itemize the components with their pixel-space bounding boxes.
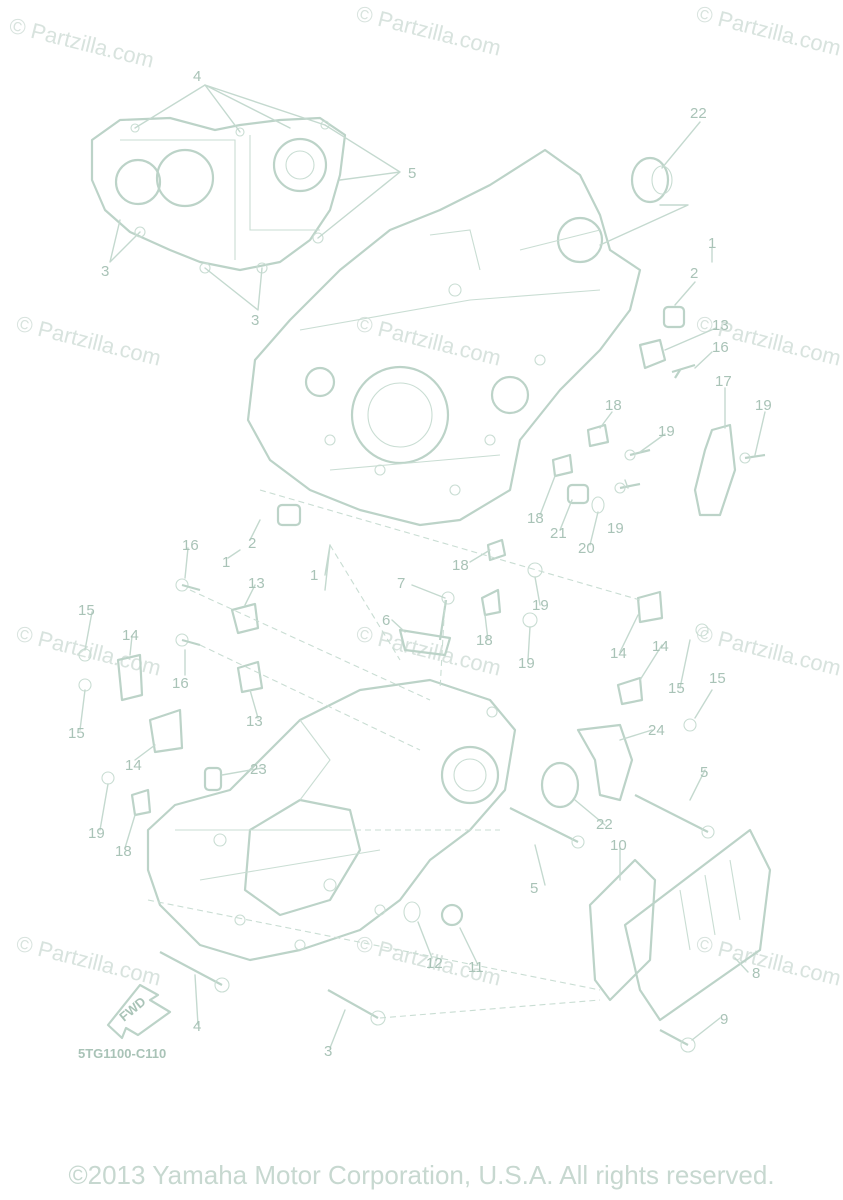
callout-23: 23 (250, 761, 267, 778)
watermark: © Partzilla.com (14, 311, 164, 371)
callout-1: 1 (310, 567, 318, 584)
callout-2: 2 (690, 265, 698, 282)
right-crankcase-drawing (246, 148, 642, 527)
callout-18: 18 (527, 510, 544, 527)
callout-22: 22 (596, 816, 613, 833)
diagram-code: 5TG1100-C110 (78, 1046, 166, 1061)
callout-14: 14 (652, 638, 669, 655)
callout-19: 19 (88, 825, 105, 842)
crankcase-inset-drawing (90, 116, 347, 274)
callout-5: 5 (700, 764, 708, 781)
callout-1: 1 (708, 235, 716, 252)
callout-15: 15 (78, 602, 95, 619)
callout-21: 21 (550, 525, 567, 542)
callout-9: 9 (720, 1011, 728, 1028)
watermark: © Partzilla.com (354, 621, 504, 681)
callout-16: 16 (712, 339, 729, 356)
callout-19: 19 (755, 397, 772, 414)
watermark: © Partzilla.com (354, 311, 504, 371)
watermark: © Partzilla.com (354, 1, 504, 61)
callout-1: 1 (222, 554, 230, 571)
callout-14: 14 (610, 645, 627, 662)
callout-10: 10 (610, 837, 627, 854)
callout-3: 3 (324, 1043, 332, 1060)
watermark: © Partzilla.com (694, 1, 843, 61)
callout-15: 15 (668, 680, 685, 697)
callout-2: 2 (248, 535, 256, 552)
callout-11: 11 (468, 959, 484, 976)
callout-16: 16 (172, 675, 189, 692)
callout-4: 4 (193, 1018, 201, 1035)
callout-17: 17 (715, 373, 732, 390)
callout-22: 22 (690, 105, 707, 122)
callout-13: 13 (712, 317, 729, 334)
callout-18: 18 (452, 557, 469, 574)
callout-5: 5 (408, 165, 416, 182)
callout-20: 20 (578, 540, 595, 557)
callout-numbers: 4 5 3 3 22 1 2 13 16 17 19 18 19 18 21 2… (68, 68, 772, 1060)
inset-leader-lines (109, 84, 401, 311)
callout-14: 14 (125, 757, 142, 774)
callout-15: 15 (709, 670, 726, 687)
watermark: © Partzilla.com (7, 13, 157, 73)
callout-3: 3 (251, 312, 259, 329)
callout-7: 7 (397, 575, 405, 592)
callout-18: 18 (476, 632, 493, 649)
watermark: © Partzilla.com (14, 931, 164, 991)
callout-16: 16 (182, 537, 199, 554)
copyright-notice: ©2013 Yamaha Motor Corporation, U.S.A. A… (68, 1160, 775, 1190)
callout-6: 6 (382, 612, 390, 629)
callout-13: 13 (246, 713, 263, 730)
callout-18: 18 (605, 397, 622, 414)
left-crankcase-drawing (146, 678, 517, 962)
fwd-arrow-icon (106, 983, 172, 1040)
callout-3: 3 (101, 263, 109, 280)
callout-14: 14 (122, 627, 139, 644)
callout-8: 8 (752, 965, 760, 982)
callout-13: 13 (248, 575, 265, 592)
callout-leader-lines (79, 121, 766, 1049)
callout-19: 19 (658, 423, 675, 440)
callout-4: 4 (193, 68, 201, 85)
callout-18: 18 (115, 843, 132, 860)
small-parts-drawing (78, 156, 772, 1053)
callout-19: 19 (532, 597, 549, 614)
fwd-label: FWD (116, 994, 148, 1025)
callout-5: 5 (530, 880, 538, 897)
watermark-layer: © Partzilla.com © Partzilla.com © Partzi… (7, 1, 843, 991)
callout-19: 19 (518, 655, 535, 672)
callout-15: 15 (68, 725, 85, 742)
callout-12: 12 (426, 955, 443, 972)
callout-24: 24 (648, 722, 665, 739)
callout-19: 19 (607, 520, 624, 537)
